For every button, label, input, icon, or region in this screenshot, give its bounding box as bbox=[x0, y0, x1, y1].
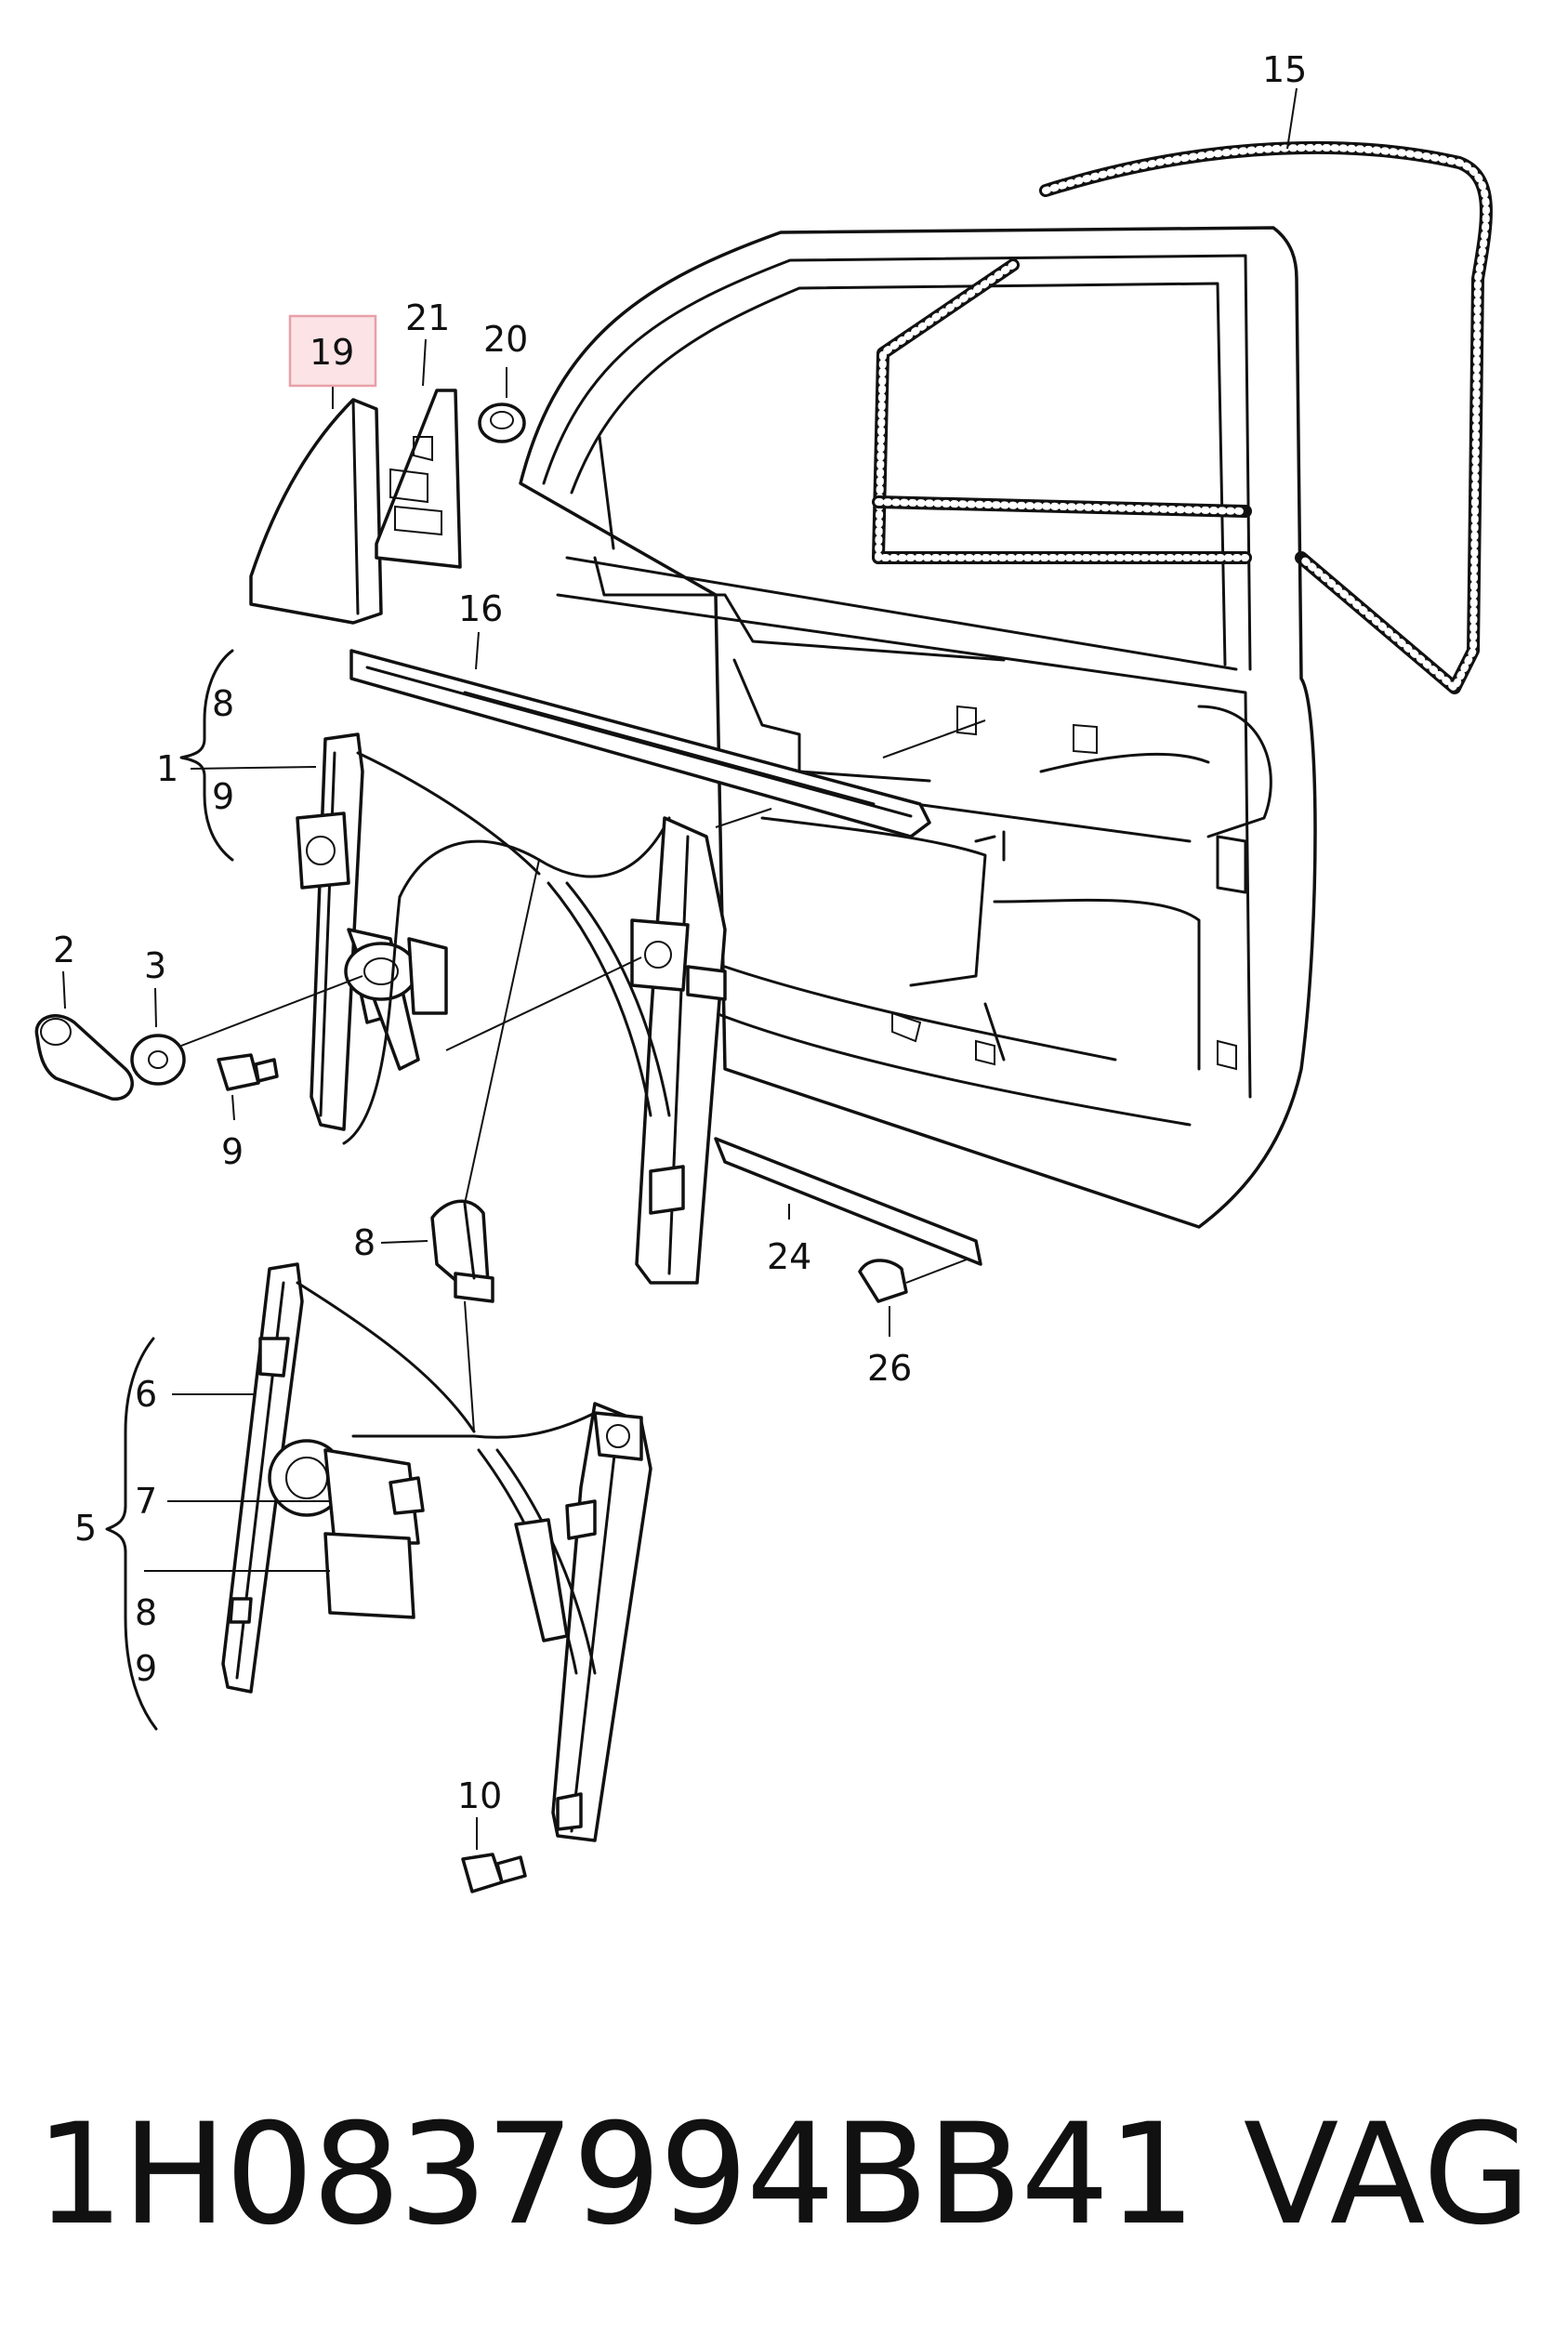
callout-16: 16 bbox=[458, 588, 503, 629]
lower-strip-24 bbox=[714, 1137, 982, 1266]
part-number: 1H0837994BB41 bbox=[35, 2094, 1196, 2256]
triangle-trim-19 bbox=[249, 398, 383, 625]
door-shell bbox=[519, 226, 1317, 1229]
brand-name: VAG bbox=[1243, 2094, 1531, 2256]
window-regulator-5 bbox=[221, 1262, 652, 1842]
callout-labels: 15 19 21 20 16 1 8 9 2 3 9 8 24 26 5 6 7… bbox=[53, 49, 1307, 1816]
window-regulator-1 bbox=[296, 732, 727, 1285]
bolt-10 bbox=[461, 1853, 527, 1893]
plug-26 bbox=[858, 1259, 908, 1303]
bolt-9 bbox=[217, 1053, 279, 1091]
callout-24: 24 bbox=[767, 1236, 811, 1277]
crank-handle-2 bbox=[34, 1014, 134, 1101]
callout-5-9: 9 bbox=[135, 1648, 157, 1689]
callout-19: 19 bbox=[310, 332, 354, 373]
highlight-box-19 bbox=[288, 314, 377, 388]
footer: 1H0837994BB41 VAG bbox=[0, 2082, 1568, 2268]
callout-7: 7 bbox=[135, 1481, 157, 1522]
callout-9: 9 bbox=[221, 1131, 244, 1172]
callout-6: 6 bbox=[135, 1374, 157, 1415]
leader-lines bbox=[62, 87, 1298, 1850]
callout-1-8: 8 bbox=[212, 683, 234, 724]
door-seal-15 bbox=[872, 140, 1493, 694]
callout-3: 3 bbox=[144, 945, 166, 986]
clip-20 bbox=[478, 402, 526, 443]
washer-3 bbox=[130, 1034, 186, 1086]
window-channel-16 bbox=[349, 649, 931, 838]
callout-20: 20 bbox=[483, 319, 528, 360]
callout-10: 10 bbox=[457, 1775, 502, 1816]
callout-26: 26 bbox=[867, 1348, 912, 1389]
callout-1: 1 bbox=[156, 748, 178, 789]
callout-5: 5 bbox=[74, 1508, 97, 1549]
callout-2: 2 bbox=[53, 930, 75, 970]
callout-15: 15 bbox=[1262, 49, 1307, 90]
callout-8: 8 bbox=[353, 1222, 376, 1263]
callout-5-8: 8 bbox=[135, 1592, 157, 1633]
exploded-parts-diagram: 15 19 21 20 16 1 8 9 2 3 9 8 24 26 5 6 7… bbox=[34, 49, 1493, 1893]
slider-bracket-8 bbox=[430, 1199, 494, 1303]
callout-1-9: 9 bbox=[212, 776, 234, 817]
triangle-bracket-21 bbox=[375, 389, 462, 569]
callout-21: 21 bbox=[405, 297, 450, 338]
